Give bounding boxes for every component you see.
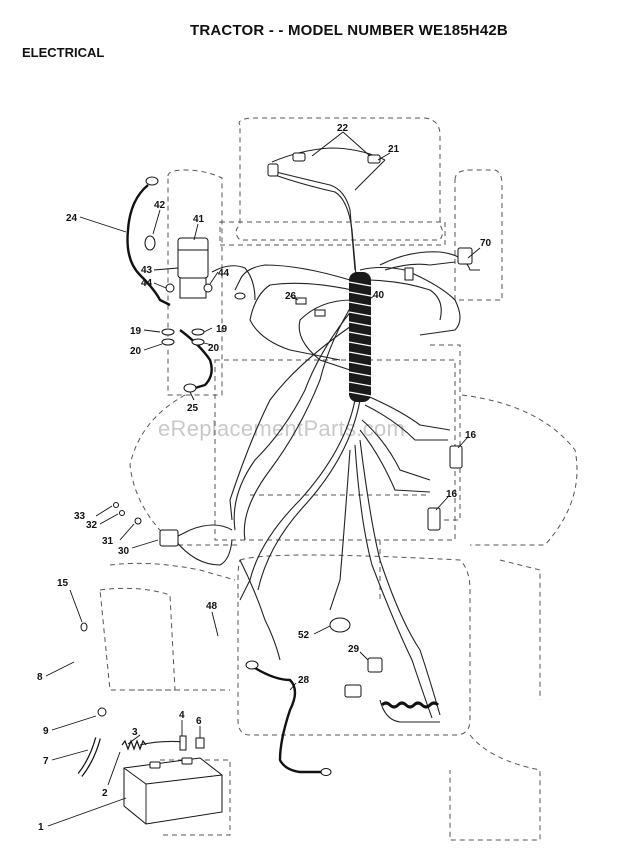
callout-16-upper: 16: [465, 430, 477, 441]
battery-cables: [126, 176, 332, 776]
harness-loom-coil: [348, 272, 372, 402]
callout-22: 22: [337, 123, 349, 134]
leader-lines: [45, 131, 481, 827]
tractor-outline: [99, 117, 578, 841]
callout-44-left: 44: [141, 278, 153, 289]
callout-42: 42: [154, 200, 166, 211]
callout-25: 25: [187, 403, 199, 414]
section-label: ELECTRICAL: [22, 45, 105, 60]
callout-1: 1: [38, 822, 44, 833]
components: [77, 152, 473, 825]
callout-20-right: 20: [208, 343, 220, 354]
callout-48: 48: [206, 601, 218, 612]
callout-31: 31: [102, 536, 114, 547]
wiring-harness: [169, 147, 480, 719]
callout-26: 26: [285, 291, 297, 302]
callout-28: 28: [298, 675, 310, 686]
callout-8: 8: [37, 672, 43, 683]
callout-2: 2: [102, 788, 108, 799]
callout-44-right: 44: [218, 268, 230, 279]
callout-32: 32: [86, 520, 98, 531]
callout-41: 41: [193, 214, 205, 225]
callout-20-left: 20: [130, 346, 142, 357]
callout-40: 40: [373, 290, 385, 301]
callout-9: 9: [43, 726, 49, 737]
callout-4: 4: [179, 710, 185, 721]
callout-15: 15: [57, 578, 69, 589]
callout-19-left: 19: [130, 326, 142, 337]
callout-6: 6: [196, 716, 202, 727]
callout-30: 30: [118, 546, 130, 557]
callout-24: 24: [66, 213, 78, 224]
callout-52: 52: [298, 630, 310, 641]
callout-3: 3: [132, 727, 138, 738]
coiled-cord: [379, 699, 440, 723]
callout-70: 70: [480, 238, 492, 249]
callout-43: 43: [141, 265, 153, 276]
callout-21: 21: [388, 144, 400, 155]
diagram-title: TRACTOR - - MODEL NUMBER WE185H42B: [190, 22, 508, 39]
callout-7: 7: [43, 756, 49, 767]
callout-19-right: 19: [216, 324, 228, 335]
callout-labels: 22 21 24 42 41 70 43 44 44 40 26 19 19 2…: [37, 123, 492, 833]
callout-16-lower: 16: [446, 489, 458, 500]
callout-33: 33: [74, 511, 86, 522]
callout-29: 29: [348, 644, 360, 655]
